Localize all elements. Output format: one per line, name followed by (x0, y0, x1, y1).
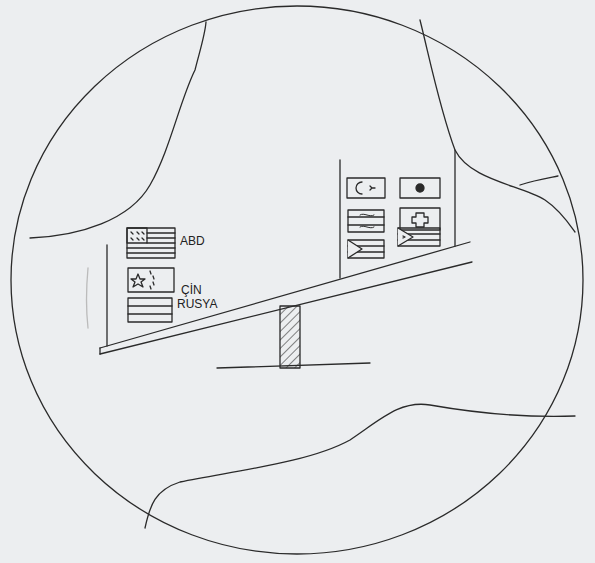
triangle-flag (398, 228, 440, 246)
fulcrum (280, 306, 300, 368)
panel-post (339, 160, 340, 278)
faint-line (87, 268, 89, 328)
continent-line (30, 22, 206, 238)
triangle-flag (348, 240, 384, 258)
russia-flag (128, 298, 172, 322)
crescent-flag (347, 178, 385, 198)
beam-bottom (100, 262, 472, 354)
cross-flag (400, 208, 440, 230)
continent-line (145, 404, 575, 528)
country-label: ÇİN (181, 283, 202, 297)
dot-flag (400, 178, 440, 198)
country-label: ABD (180, 234, 205, 248)
china-flag (128, 268, 174, 292)
usa-flag (127, 228, 175, 258)
emblem-flag (348, 210, 384, 232)
country-label: RUSYA (177, 297, 217, 311)
panel-post (454, 150, 455, 246)
continent-line (420, 20, 575, 232)
ground-line (217, 363, 370, 368)
continent-line (520, 176, 558, 185)
panel-post (106, 245, 107, 346)
beam-end (99, 348, 100, 354)
globe-outline (11, 6, 583, 554)
